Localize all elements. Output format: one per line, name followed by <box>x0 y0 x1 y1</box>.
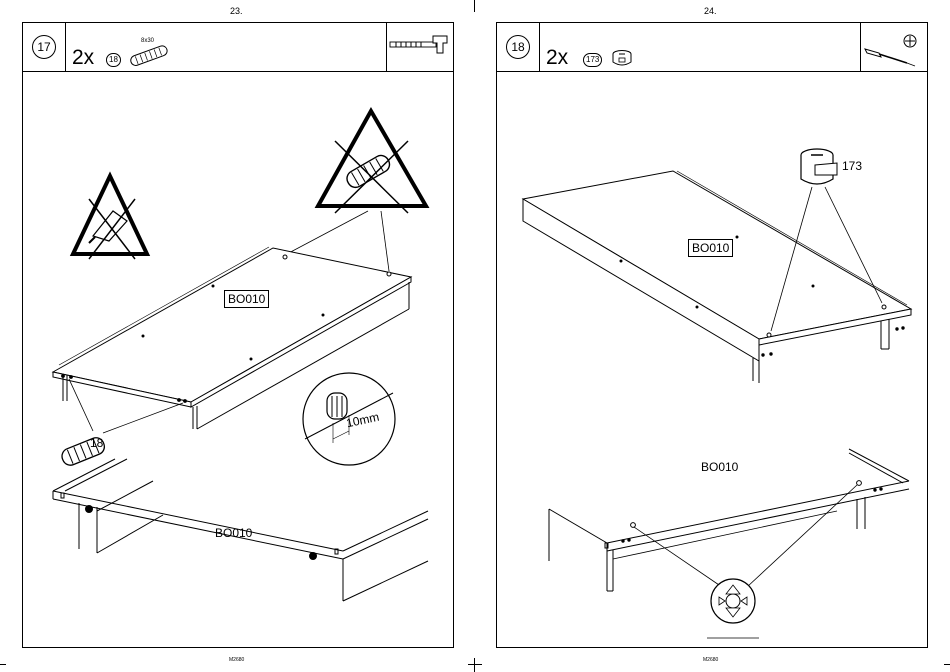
step-18-illustration <box>497 71 929 649</box>
part-dimension: 8x30 <box>141 38 154 44</box>
step-header: 18 2x 173 <box>497 23 927 72</box>
crop-mark-top <box>474 0 475 12</box>
tool-cell <box>386 23 453 71</box>
instruction-panel-step-18: 18 2x 173 <box>496 22 928 648</box>
screwdriver-icon <box>861 23 927 71</box>
no-glue-warning-icon <box>73 176 147 259</box>
part-quantity: 2x <box>546 46 568 70</box>
dowel-callout-label: 18 <box>90 436 103 450</box>
panel-label-bo010-bottom: BO010 <box>701 460 738 474</box>
no-hammer-dowel-warning-icon <box>318 111 426 213</box>
page-number-left: 23. <box>230 6 243 16</box>
footer-right: M2680 <box>703 657 718 663</box>
part-id: 18 <box>106 53 121 67</box>
panel-label-bo010-top: BO010 <box>688 239 733 257</box>
part-quantity: 2x <box>72 46 94 70</box>
crop-mark-left <box>0 664 6 665</box>
step-header: 17 2x 18 8x30 <box>23 23 453 72</box>
panel-label-bo010-top: BO010 <box>224 290 269 308</box>
part-id: 173 <box>583 53 602 67</box>
dowel-part-icon <box>126 45 172 67</box>
step-number-cell: 18 <box>497 23 540 71</box>
crop-mark-bottom-h <box>468 664 482 665</box>
hammer-icon <box>387 23 453 71</box>
step-17-illustration <box>23 71 455 649</box>
instruction-panel-step-17: 17 2x 18 8x30 <box>22 22 454 648</box>
crop-mark-right <box>944 664 950 665</box>
cam-lock-callout-label: 173 <box>842 159 862 173</box>
cam-lock-top-view-icon <box>707 579 759 638</box>
crop-mark-bottom <box>474 658 475 672</box>
step-number-cell: 17 <box>23 23 66 71</box>
cam-lock-part-icon <box>611 49 633 67</box>
page-number-right: 24. <box>704 6 717 16</box>
board-bo010-top <box>523 171 911 383</box>
step-number: 18 <box>506 35 530 59</box>
footer-left: M2680 <box>229 657 244 663</box>
step-number: 17 <box>32 35 56 59</box>
tool-cell <box>860 23 927 71</box>
panel-label-bo010-bottom: BO010 <box>215 526 252 540</box>
